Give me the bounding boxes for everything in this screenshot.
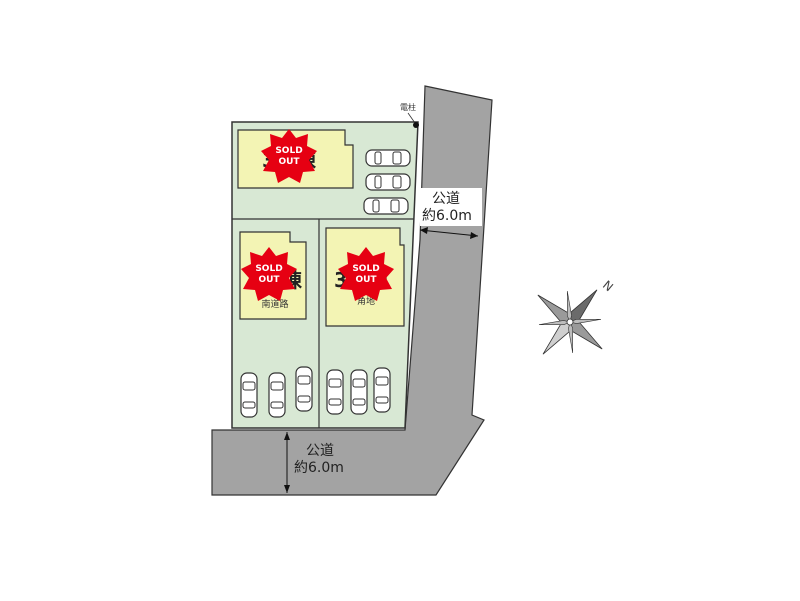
utility-pole-marker: 電柱 bbox=[400, 102, 419, 128]
sold-badge-line1: SOLD bbox=[275, 146, 302, 156]
south-road-name: 公道 bbox=[306, 443, 334, 459]
sold-out-badge-2: SOLD OUT bbox=[241, 247, 297, 301]
sold-badge-line1: SOLD bbox=[255, 264, 282, 274]
south-road-width-dimension bbox=[284, 432, 290, 493]
parked-car bbox=[268, 372, 286, 418]
parked-car bbox=[373, 367, 391, 413]
parked-car bbox=[326, 369, 344, 415]
parked-car bbox=[350, 369, 368, 415]
parked-car bbox=[365, 173, 411, 191]
sold-out-badge-1: SOLD OUT bbox=[338, 247, 394, 301]
parking-lot-1 bbox=[326, 367, 391, 415]
utility-pole-label: 電柱 bbox=[400, 102, 416, 112]
parked-car bbox=[240, 372, 258, 418]
parking-lot-2 bbox=[240, 366, 313, 418]
sold-badge-line2: OUT bbox=[355, 275, 377, 285]
parked-car bbox=[363, 197, 409, 215]
east-road-name: 公道 bbox=[432, 191, 460, 207]
building-2-note: 南道路 bbox=[261, 298, 288, 310]
sold-badge-line2: OUT bbox=[258, 275, 280, 285]
building-1-note: 角地 bbox=[357, 295, 375, 307]
east-road-width-dimension bbox=[419, 227, 479, 239]
parking-lot-3 bbox=[363, 149, 411, 215]
sold-badge-line2: OUT bbox=[278, 157, 300, 167]
parked-car bbox=[365, 149, 411, 167]
east-road-width: 約6.0m bbox=[422, 208, 472, 224]
parked-car bbox=[295, 366, 313, 412]
sold-badge-line1: SOLD bbox=[352, 264, 379, 274]
compass-rose bbox=[537, 289, 603, 355]
sold-out-badge-3: SOLD OUT bbox=[261, 129, 317, 183]
south-road-width: 約6.0m bbox=[294, 460, 344, 476]
compass-north-label: N bbox=[600, 278, 616, 294]
